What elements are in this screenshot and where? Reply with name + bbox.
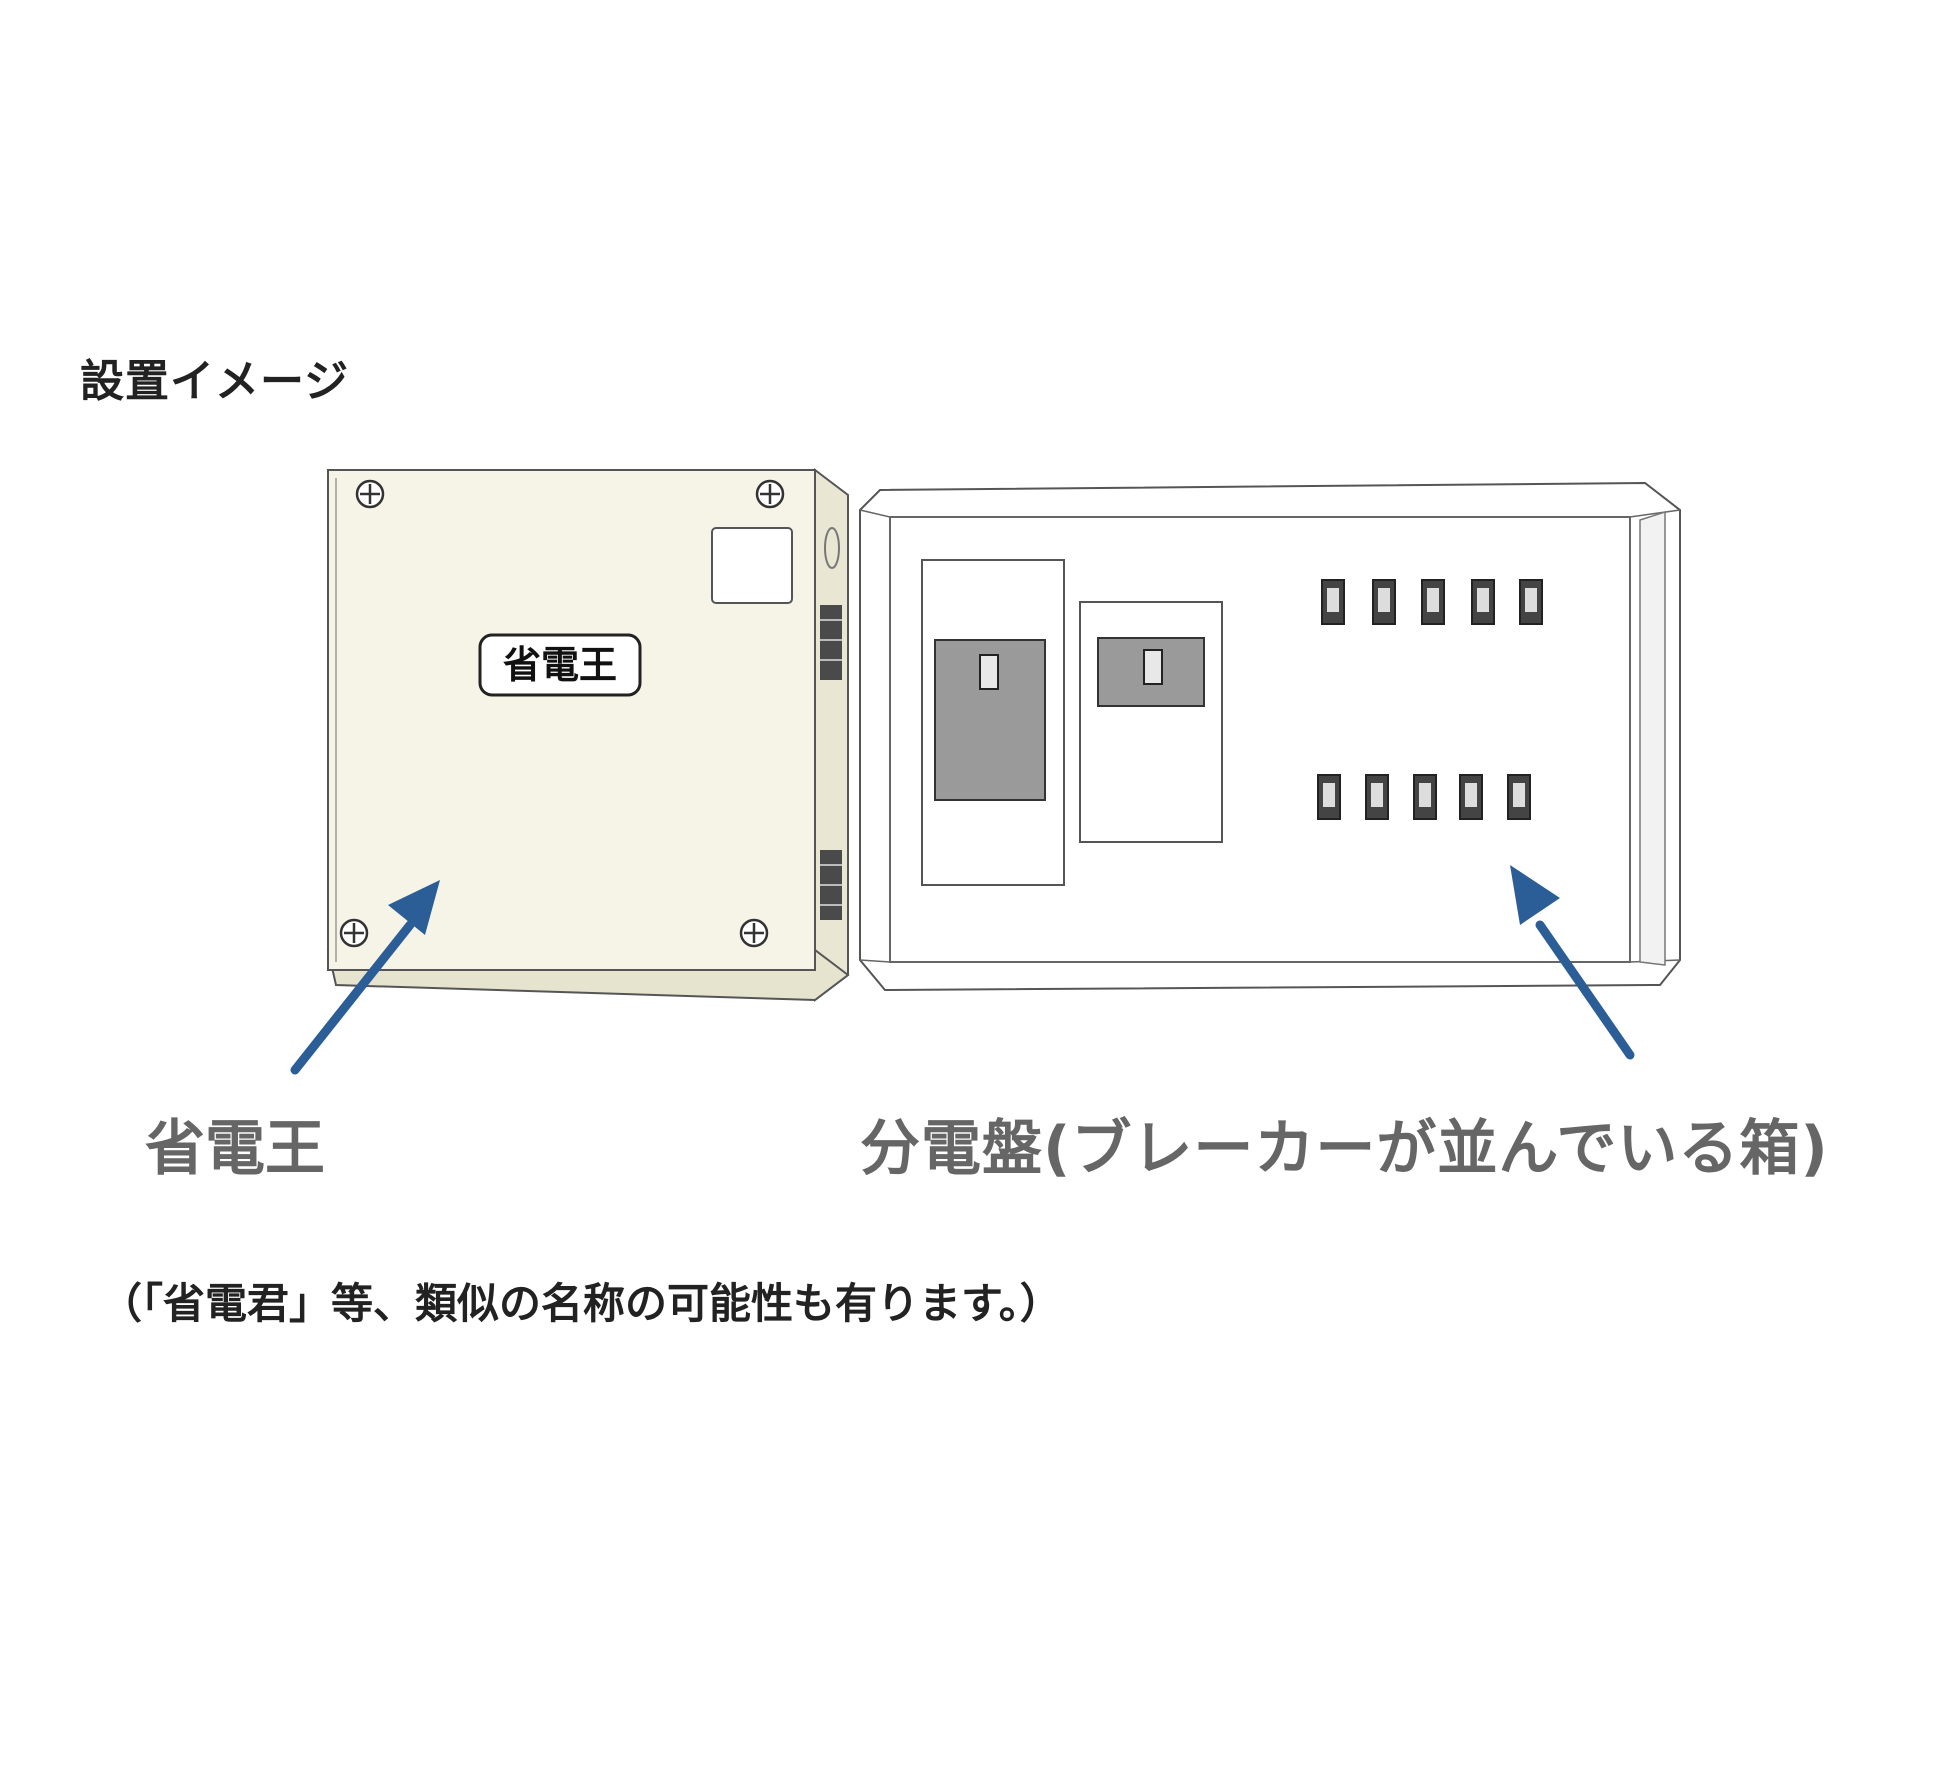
naming-note: （「省電君」等、類似の名称の可能性も有ります。） [100,1279,1062,1328]
arrow-to-device-icon [290,880,440,1075]
screw-icon [355,479,385,509]
device-label-plate: 省電王 [503,643,617,687]
panel-caption: 分電盤(ブレーカーが並んでいる箱) [860,1114,1829,1184]
device-caption: 省電王 [145,1114,325,1184]
page-heading: 設置イメージ [80,356,350,407]
vent-icon [820,850,842,920]
screw-icon [339,918,369,948]
arrow-to-panel-icon [1510,865,1635,1060]
energy-saver-box: 省電王 [326,467,850,1003]
distribution-panel [859,481,1681,992]
screw-icon [755,479,785,509]
vent-icon [820,605,842,680]
branch-breaker-row-bottom [1317,774,1531,820]
screw-icon [739,918,769,948]
branch-breaker-row-top [1321,579,1543,625]
